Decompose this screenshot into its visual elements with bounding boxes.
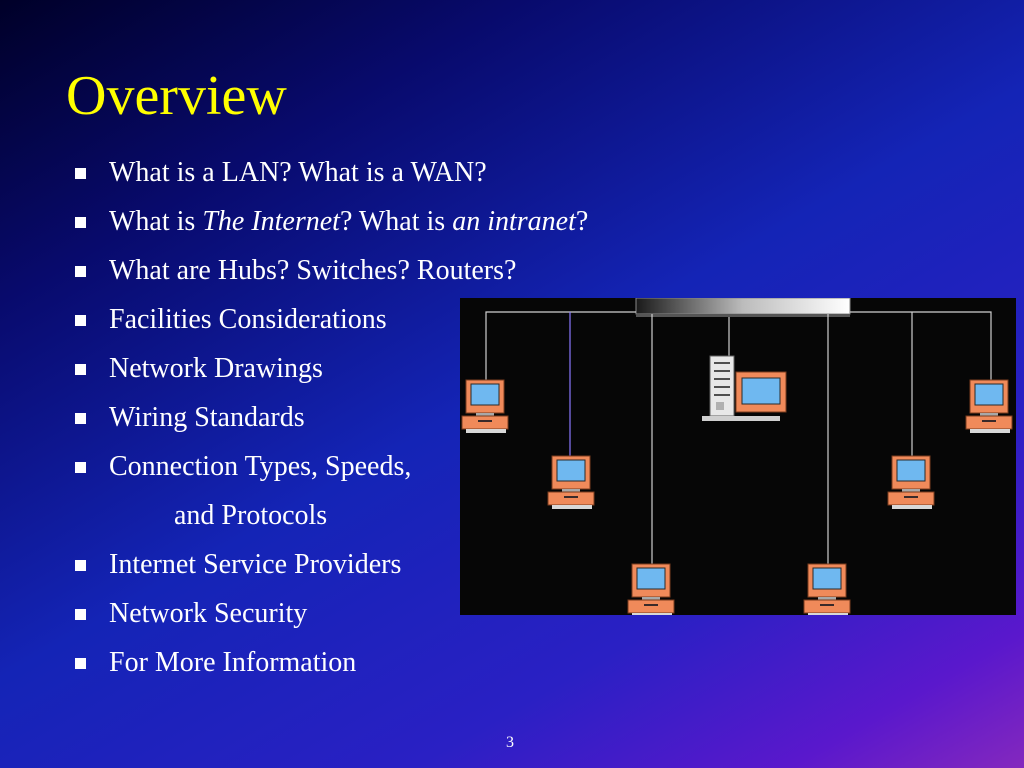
- bullet-square-icon: [75, 462, 86, 473]
- network-diagram: [460, 298, 1016, 615]
- bullet-text: Internet Service Providers: [109, 549, 402, 580]
- page-number: 3: [506, 734, 514, 751]
- bullet-square-icon: [75, 609, 86, 620]
- bullet-text: For More Information: [109, 647, 357, 678]
- bullet-square-icon: [75, 315, 86, 326]
- bullet-text: and Protocols: [174, 500, 328, 531]
- bullet-item: Network Security: [0, 589, 588, 638]
- bullet-square-icon: [75, 217, 86, 228]
- server-station: [702, 355, 787, 421]
- bullet-text: Wiring Standards: [109, 402, 305, 433]
- bullet-text: Facilities Considerations: [109, 304, 387, 335]
- bullet-square-icon: [75, 266, 86, 277]
- bullet-text: Connection Types, Speeds,: [109, 451, 412, 482]
- backbone-cable: [485, 311, 992, 564]
- bullet-item: What is The Internet? What is an intrane…: [0, 197, 588, 246]
- workstation-bottom-right: [803, 563, 851, 615]
- workstation-top-right: [965, 379, 1013, 434]
- bullet-emphasis-text: The Internet: [202, 206, 340, 237]
- bullet-item: Facilities Considerations: [0, 295, 588, 344]
- hub-device: [635, 298, 851, 317]
- bullet-item: What are Hubs? Switches? Routers?: [0, 246, 588, 295]
- bullet-text: Network Drawings: [109, 353, 323, 384]
- bullet-text: What are Hubs? Switches? Routers?: [109, 255, 517, 286]
- bullet-text: What is a LAN? What is a WAN?: [109, 157, 487, 188]
- workstation-mid-left: [547, 455, 595, 510]
- bullet-text: Network Security: [109, 598, 308, 629]
- bullet-square-icon: [75, 658, 86, 669]
- bullet-item: Internet Service Providers: [0, 540, 588, 589]
- workstation-mid-right: [887, 455, 935, 510]
- bullet-text: ? What is: [339, 206, 453, 237]
- bullet-text: ?: [575, 206, 589, 237]
- bullet-emphasis-text: an intranet: [452, 206, 576, 237]
- bullet-item: Network Drawings: [0, 344, 588, 393]
- bullet-square-icon: [75, 168, 86, 179]
- workstation-top-left: [461, 379, 509, 434]
- bullet-square-icon: [75, 364, 86, 375]
- bullet-continuation: and Protocols: [0, 491, 588, 540]
- bullet-list: What is a LAN? What is a WAN? What is The…: [0, 148, 588, 687]
- bullet-item: Connection Types, Speeds,: [0, 442, 588, 491]
- bullet-item: What is a LAN? What is a WAN?: [0, 148, 588, 197]
- bullet-square-icon: [75, 413, 86, 424]
- bullet-item: For More Information: [0, 638, 588, 687]
- bullet-text: What is: [109, 206, 203, 237]
- slide-title: Overview: [66, 65, 287, 127]
- bullet-item: Wiring Standards: [0, 393, 588, 442]
- bullet-square-icon: [75, 560, 86, 571]
- workstation-bottom-left: [627, 563, 675, 615]
- network-diagram-svg: [461, 298, 1013, 615]
